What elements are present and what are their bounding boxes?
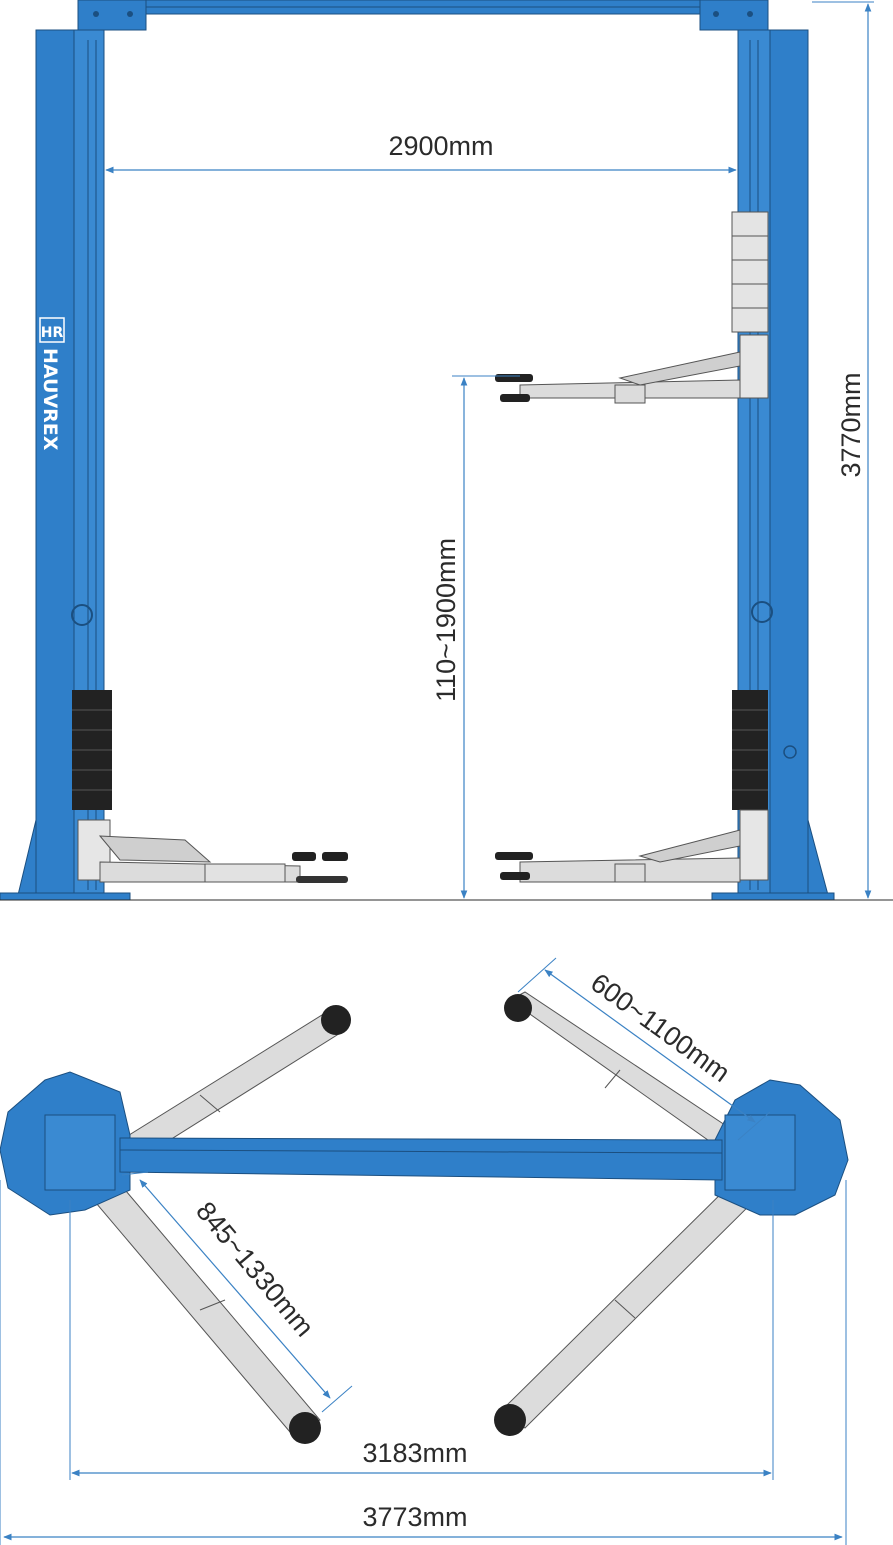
label-overall-height: 3770mm — [836, 372, 866, 477]
front-view: HR HAUVREX — [0, 0, 893, 901]
label-short-arm-reach: 600~1100mm — [585, 967, 735, 1088]
top-arm-lower-right — [494, 1174, 766, 1436]
brand-logo: HR HAUVREX — [39, 317, 65, 451]
left-column — [0, 29, 131, 901]
dimension-overall-width: 3773mm — [0, 1180, 847, 1545]
dimension-width-between-columns: 2900mm — [105, 131, 737, 174]
top-crossbeam — [77, 0, 769, 31]
label-lifting-height: 110~1900mm — [431, 538, 461, 702]
dimension-inner-base-width: 3183mm — [69, 1200, 774, 1480]
raised-lift-arm — [495, 334, 769, 404]
label-inner-base-width: 3183mm — [362, 1438, 467, 1468]
label-width-between-columns: 2900mm — [388, 131, 493, 161]
top-view-crossbeam — [119, 1137, 723, 1181]
brand-name: HAUVREX — [39, 348, 61, 451]
dimension-long-arm-reach: 845~1330mm — [121, 1171, 353, 1413]
right-lowered-lift-arm — [495, 809, 769, 883]
left-lowered-lift-arm — [77, 819, 348, 883]
label-overall-width: 3773mm — [362, 1502, 467, 1532]
right-column — [711, 29, 835, 901]
top-right-base-plate — [714, 1079, 849, 1216]
dimension-lifting-height: 110~1900mm — [431, 375, 520, 899]
logo-mark: HR — [41, 325, 64, 341]
top-left-base-plate — [0, 1071, 131, 1216]
dimension-overall-height: 3770mm — [812, 1, 874, 899]
